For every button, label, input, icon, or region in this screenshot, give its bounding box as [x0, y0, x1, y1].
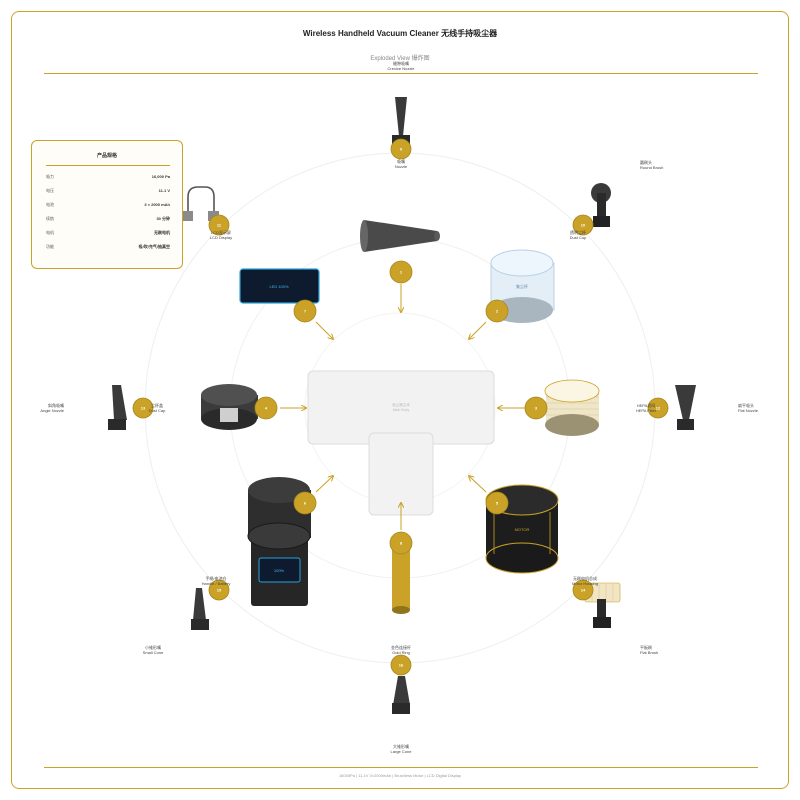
callout-numbers: 1 2 3 4 5 6 7 8 9 10 11 12 13 14 15 16	[141, 147, 661, 668]
motor-label: MOTOR	[515, 527, 530, 532]
callout-4	[254, 396, 278, 420]
battery-handle-part	[247, 477, 311, 606]
main-body-handle	[368, 432, 434, 516]
callout-9	[390, 138, 412, 160]
svg-text:12: 12	[656, 406, 661, 411]
dust-cup-label: 集尘杯	[516, 283, 528, 289]
callout-15	[208, 579, 230, 601]
svg-text:6: 6	[304, 501, 307, 506]
flat-brush-part	[584, 582, 621, 628]
svg-text:8: 8	[400, 541, 403, 546]
page-title: Wireless Handheld Vacuum Cleaner 无线手持吸尘器	[302, 29, 498, 38]
footer-specs: 16000Pa | 11.1V 3×2000mAh | Brushless Mo…	[338, 773, 462, 778]
svg-text:3: 3	[535, 406, 538, 411]
round-brush-part	[591, 183, 611, 227]
callout-markers	[132, 138, 669, 676]
callout-5	[485, 491, 509, 515]
svg-text:7: 7	[304, 309, 307, 314]
spec-row: 功能吸/吹/充气/抽真空	[46, 244, 170, 249]
diagram-frame	[11, 11, 789, 789]
svg-text:2: 2	[496, 309, 499, 314]
flat-nozzle-part	[675, 385, 696, 430]
svg-text:13: 13	[141, 406, 146, 411]
usb-cable-part	[182, 186, 219, 221]
svg-text:14: 14	[581, 588, 586, 593]
assembly-arrows	[280, 284, 526, 530]
gold-rod-part	[392, 548, 410, 614]
callout-12	[647, 397, 669, 419]
callout-8	[389, 531, 413, 555]
callout-10	[572, 214, 594, 236]
spec-card-rule	[46, 165, 170, 166]
small-cone-part	[191, 588, 209, 630]
footer-rule	[44, 767, 758, 768]
angle-nozzle-part	[108, 385, 127, 430]
cone-nozzle-part	[360, 220, 440, 252]
large-cone-part	[392, 676, 410, 714]
svg-text:10: 10	[581, 223, 586, 228]
callout-7	[293, 299, 317, 323]
callout-13	[132, 397, 154, 419]
callout-6	[293, 491, 317, 515]
page-subtitle: Exploded View 爆炸图	[370, 56, 430, 62]
svg-text:16: 16	[399, 663, 404, 668]
svg-text:1: 1	[400, 270, 403, 275]
callout-14	[572, 579, 594, 601]
dust-cap-part	[201, 384, 258, 430]
callout-2	[485, 299, 509, 323]
header-rule	[44, 73, 758, 74]
svg-text:4: 4	[265, 406, 268, 411]
callout-1	[389, 260, 413, 284]
callout-3	[524, 396, 548, 420]
svg-text:15: 15	[217, 588, 222, 593]
battery-screen-text: 100%	[274, 568, 285, 573]
svg-text:5: 5	[496, 501, 499, 506]
lcd-screen-text: LED 100%	[269, 284, 289, 289]
svg-text:9: 9	[400, 147, 403, 152]
callout-11	[208, 214, 230, 236]
spec-card-title: 产品规格	[96, 153, 117, 159]
hepa-filter-part	[544, 379, 600, 436]
motor-housing-part	[485, 484, 559, 574]
svg-text:11: 11	[217, 223, 222, 228]
lcd-screen-part	[239, 268, 320, 304]
callout-16	[390, 654, 412, 676]
spec-row: 电机无刷电机	[46, 230, 170, 235]
